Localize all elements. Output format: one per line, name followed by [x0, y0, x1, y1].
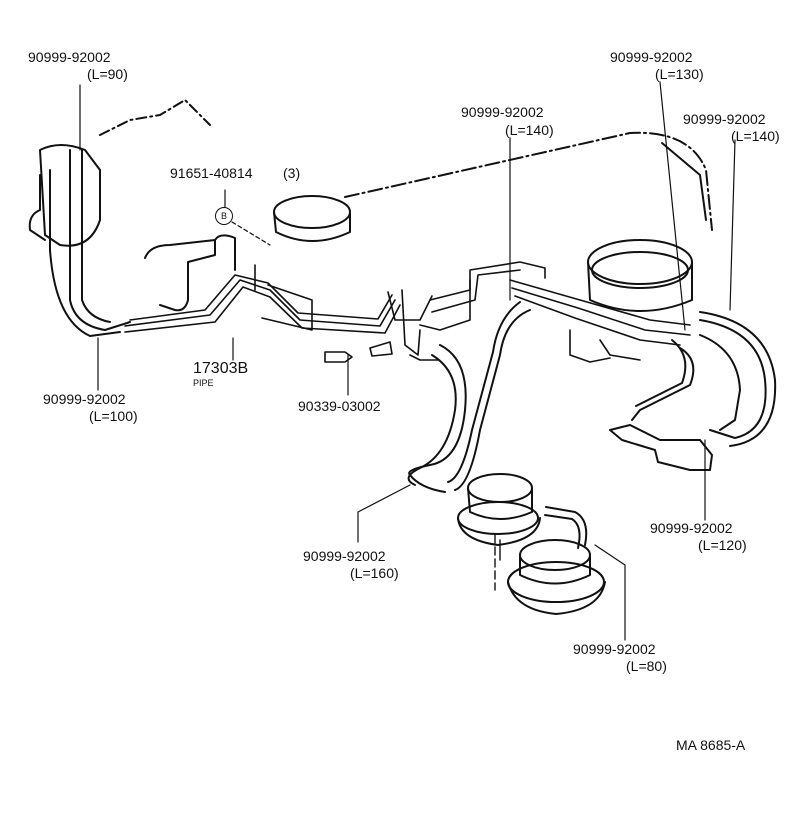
- callout-length-l120: (L=120): [698, 537, 747, 553]
- callout-length-l140-center: (L=140): [505, 122, 554, 138]
- callout-length-l90: (L=90): [87, 66, 128, 82]
- callout-length-l140-right: (L=140): [731, 128, 780, 144]
- callout-part-l80: 90999-92002: [573, 641, 656, 657]
- hose-l80: [545, 506, 588, 546]
- leader-lines: [79, 81, 736, 641]
- callout-desc-pipe: PIPE: [193, 378, 214, 388]
- callout-part-l140-center: 90999-92002: [461, 104, 544, 120]
- pipe-bundle: [124, 264, 401, 334]
- callout-qty-bolt: (3): [283, 165, 301, 181]
- callout-part-l130: 90999-92002: [610, 49, 693, 65]
- hose-l160: [407, 301, 531, 493]
- right-canister: [587, 239, 693, 312]
- center-clamp: [387, 261, 546, 356]
- callout-part-l120: 90999-92002: [650, 520, 733, 536]
- callout-part-bolt: 91651-40814: [170, 165, 253, 181]
- figure-id: MA 8685-A: [676, 737, 746, 753]
- callout-length-l130: (L=130): [655, 66, 704, 82]
- right-hoses: [631, 311, 777, 447]
- callout-length-l80: (L=80): [626, 658, 667, 674]
- callout-part-90339: 90339-03002: [298, 398, 381, 414]
- callout-length-l100: (L=100): [89, 408, 138, 424]
- right-bracket: [609, 424, 713, 471]
- vsv-device: [28, 144, 131, 337]
- engine-outline: [344, 131, 713, 231]
- callout-part-l160: 90999-92002: [303, 548, 386, 564]
- callout-part-17303b: 17303B: [193, 360, 249, 377]
- bottom-canister-1: [457, 473, 541, 546]
- bottom-canister-2: [507, 539, 606, 615]
- top-canister: [273, 195, 351, 242]
- callout-part-l100: 90999-92002: [43, 391, 126, 407]
- engine-outline-top: [99, 99, 211, 136]
- engine-outline-right: [661, 142, 707, 221]
- marker-b-icon: B: [215, 207, 233, 225]
- callout-length-l160: (L=160): [350, 565, 399, 581]
- pipe-elbow: [144, 234, 236, 312]
- callout-part-l90: 90999-92002: [28, 49, 111, 65]
- right-bundle: [509, 279, 691, 363]
- callout-part-l140-right: 90999-92002: [683, 111, 766, 127]
